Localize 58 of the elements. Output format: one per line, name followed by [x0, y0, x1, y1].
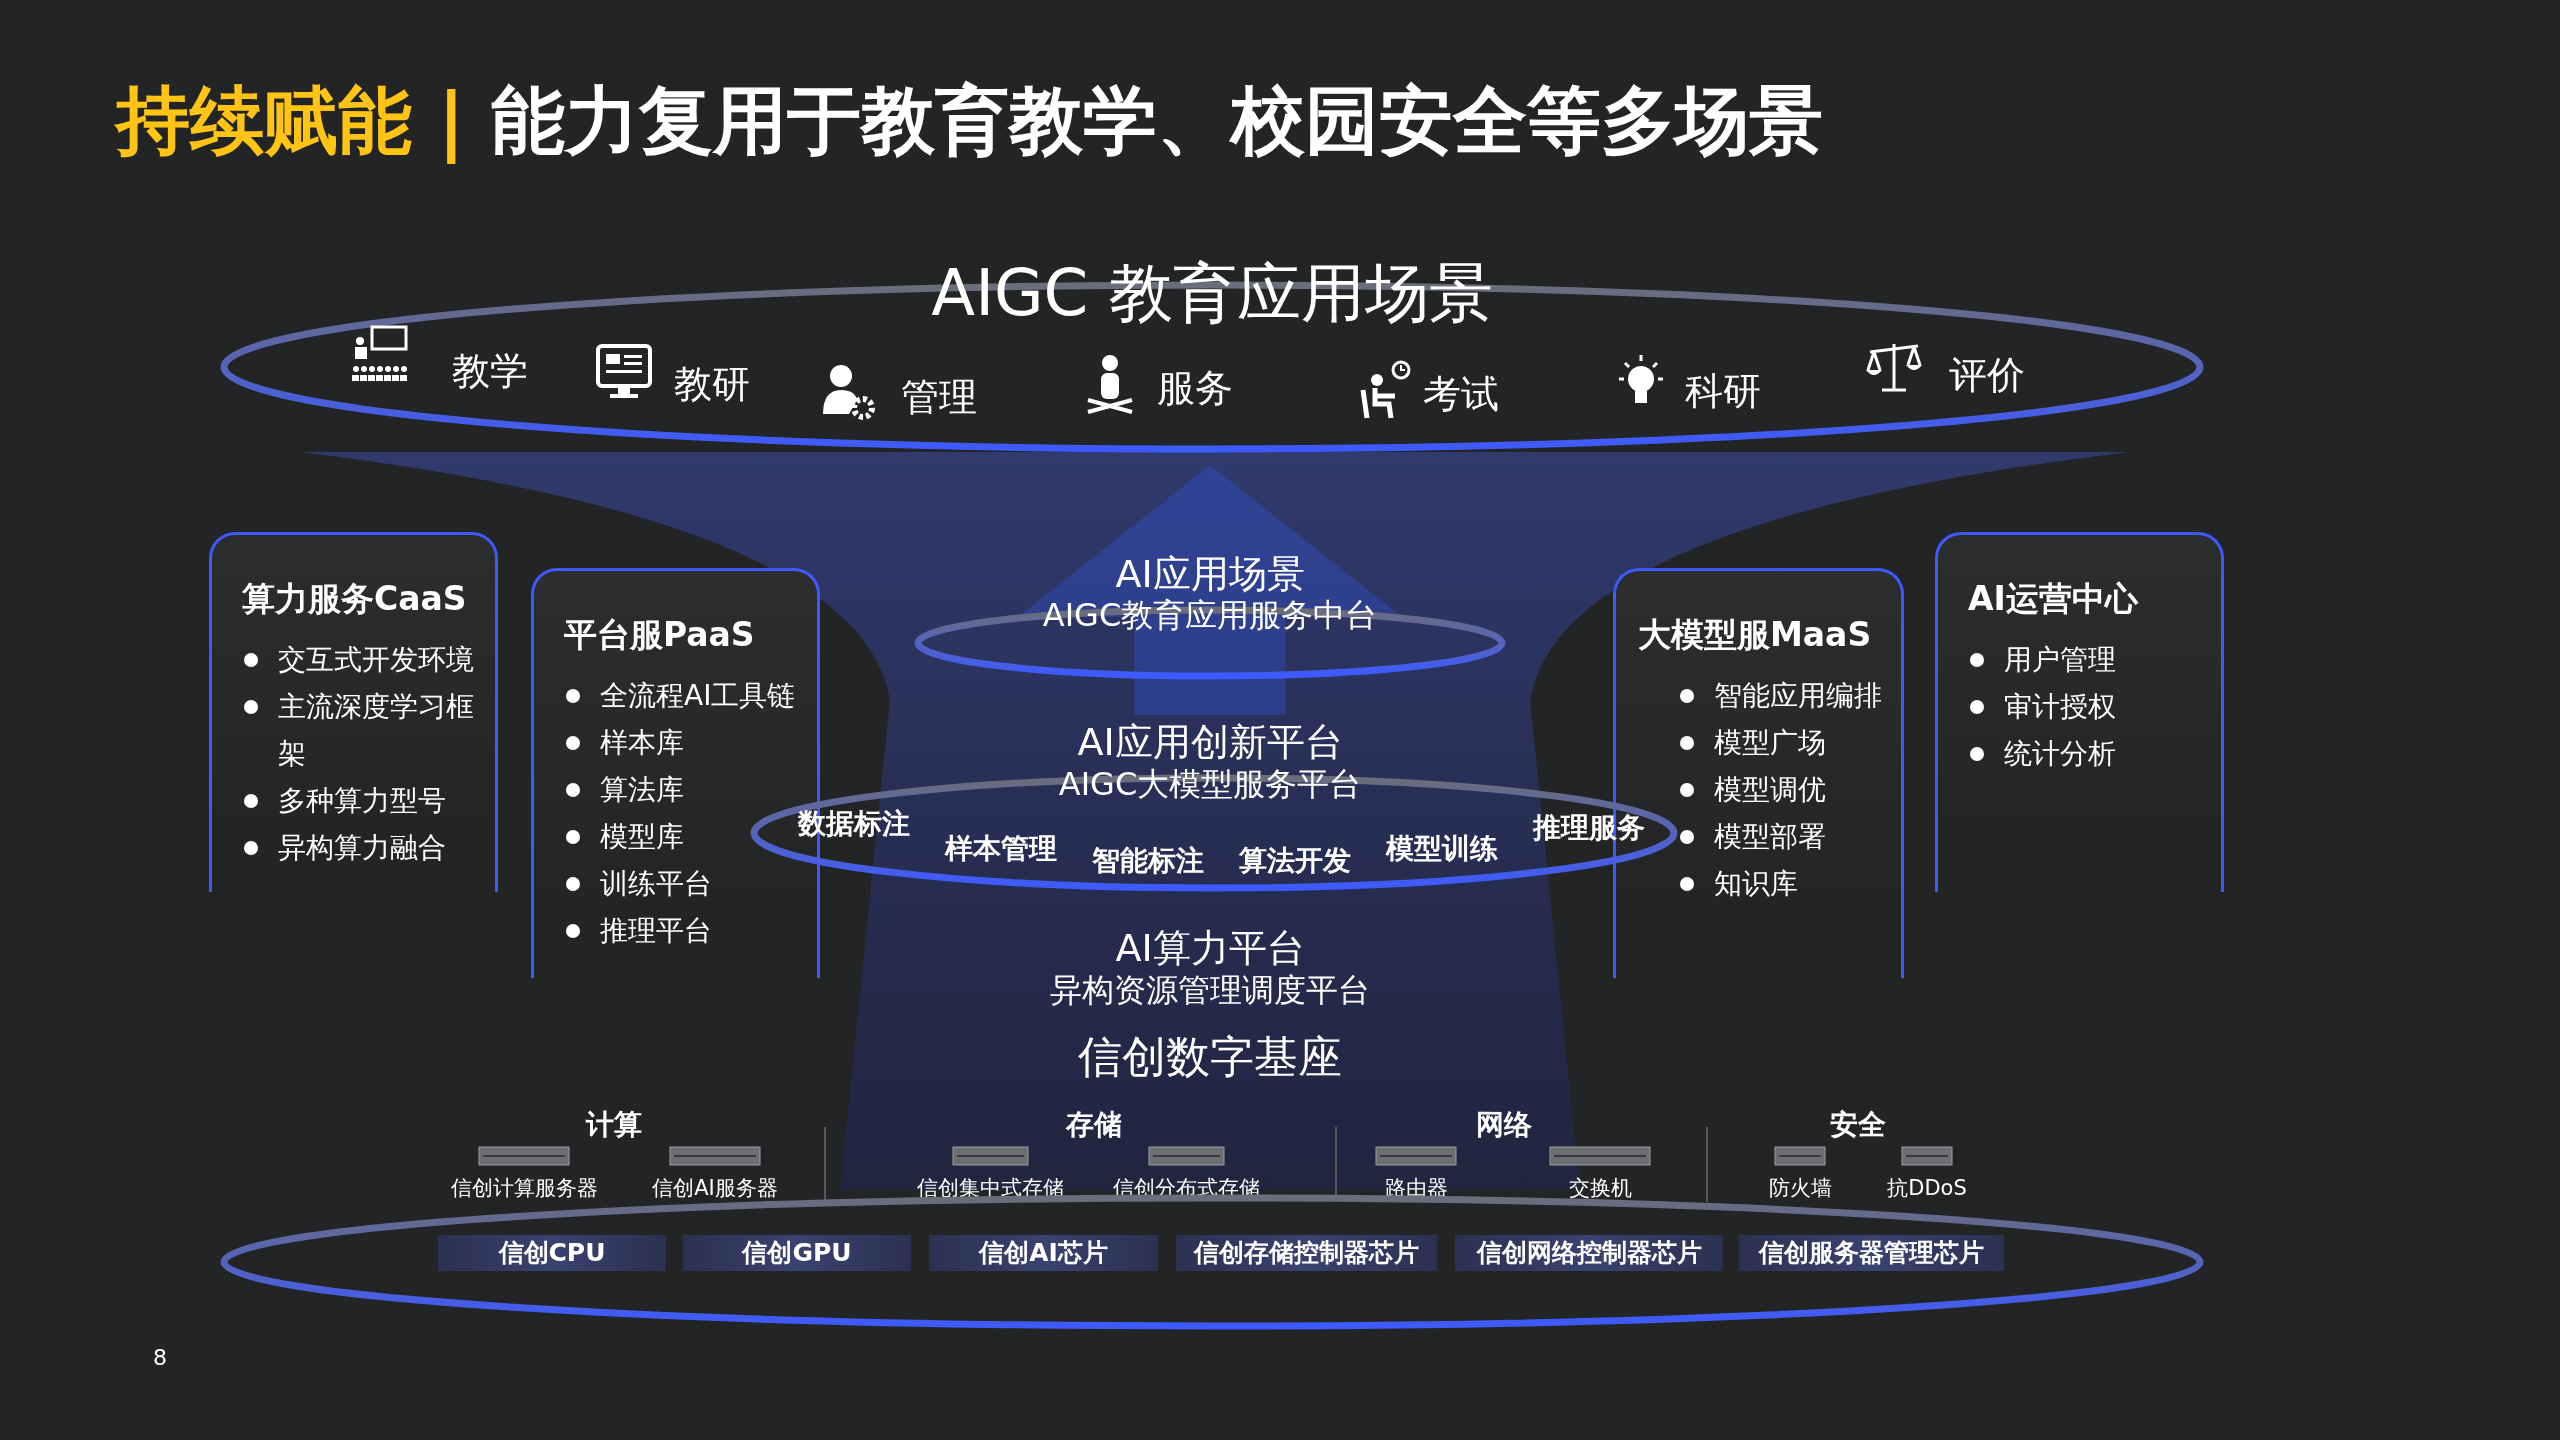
- group-heading: 安全: [1830, 1108, 1886, 1142]
- scenario-label: 管理: [901, 376, 977, 420]
- platform-title: AI算力平台: [1115, 927, 1305, 971]
- base-heading: 信创数字基座: [1078, 1031, 1342, 1083]
- card-heading: AI运营中心: [1968, 578, 2138, 620]
- page-number: 8: [153, 1345, 167, 1371]
- bullet-item: 异构算力融合: [242, 824, 493, 871]
- scenario-label: 科研: [1685, 370, 1761, 414]
- bullet-item: 统计分析: [1968, 730, 2219, 777]
- card-heading: 平台服PaaS: [564, 614, 755, 656]
- function-label: 样本管理: [945, 832, 1057, 866]
- function-label: 智能标注: [1092, 844, 1204, 878]
- bullet-item: 交互式开发环境: [242, 636, 493, 683]
- slide-title: 持续赋能 | 能力复用于教育教学、校园安全等多场景: [116, 76, 1823, 166]
- chip-tag: 信创GPU: [683, 1235, 911, 1271]
- group-heading: 计算: [586, 1108, 642, 1142]
- platform-subtitle: AIGC大模型服务平台: [1058, 765, 1362, 803]
- service-card: [209, 532, 498, 892]
- scenario-label: 考试: [1423, 373, 1499, 417]
- bullet-item: 智能应用编排: [1678, 672, 1899, 719]
- platform-title: AI应用场景: [1115, 553, 1305, 597]
- platform-subtitle: AIGC教育应用服务中台: [1042, 596, 1378, 634]
- device-name: 信创计算服务器: [450, 1175, 598, 1201]
- chip-tag: 信创网络控制器芯片: [1455, 1235, 1723, 1271]
- platform-title: AI应用创新平台: [1077, 721, 1343, 765]
- bullet-item: 模型调优: [1678, 766, 1899, 813]
- chip-tag: 信创存储控制器芯片: [1176, 1235, 1437, 1271]
- bullet-item: 审计授权: [1968, 683, 2219, 730]
- card-heading: 算力服务CaaS: [242, 578, 467, 620]
- function-label: 算法开发: [1239, 844, 1351, 878]
- ring-heading: AIGC 教育应用场景: [931, 257, 1493, 331]
- bullet-item: 全流程AI工具链: [564, 672, 815, 719]
- function-label: 模型训练: [1386, 832, 1498, 866]
- bullet-item: 用户管理: [1968, 636, 2219, 683]
- service-card: [1935, 532, 2224, 892]
- card-heading: 大模型服MaaS: [1638, 614, 1872, 656]
- bullet-item: 模型广场: [1678, 719, 1899, 766]
- bullet-item: 知识库: [1678, 860, 1899, 907]
- scenario-label: 服务: [1157, 367, 1233, 411]
- bullet-item: 多种算力型号: [242, 777, 493, 824]
- device-name: 交换机: [1568, 1175, 1632, 1201]
- scenario-label: 教学: [452, 350, 528, 394]
- bullet-item: 推理平台: [564, 907, 815, 954]
- device-name: 信创AI服务器: [652, 1175, 778, 1201]
- chip-tag: 信创服务器管理芯片: [1739, 1235, 2004, 1271]
- device-name: 抗DDoS: [1887, 1175, 1967, 1201]
- group-heading: 存储: [1066, 1108, 1122, 1142]
- bullet-item: 样本库: [564, 719, 815, 766]
- chip-tag: 信创CPU: [438, 1235, 666, 1271]
- device-name: 防火墙: [1768, 1175, 1832, 1201]
- platform-subtitle: 异构资源管理调度平台: [1050, 971, 1370, 1009]
- bullet-item: 模型部署: [1678, 813, 1899, 860]
- group-heading: 网络: [1476, 1108, 1532, 1142]
- scenario-label: 教研: [674, 363, 750, 407]
- chip-tag: 信创AI芯片: [929, 1235, 1158, 1271]
- bullet-item: 主流深度学习框架: [242, 683, 493, 777]
- scenario-label: 评价: [1949, 354, 2025, 398]
- bullet-item: 训练平台: [564, 860, 815, 907]
